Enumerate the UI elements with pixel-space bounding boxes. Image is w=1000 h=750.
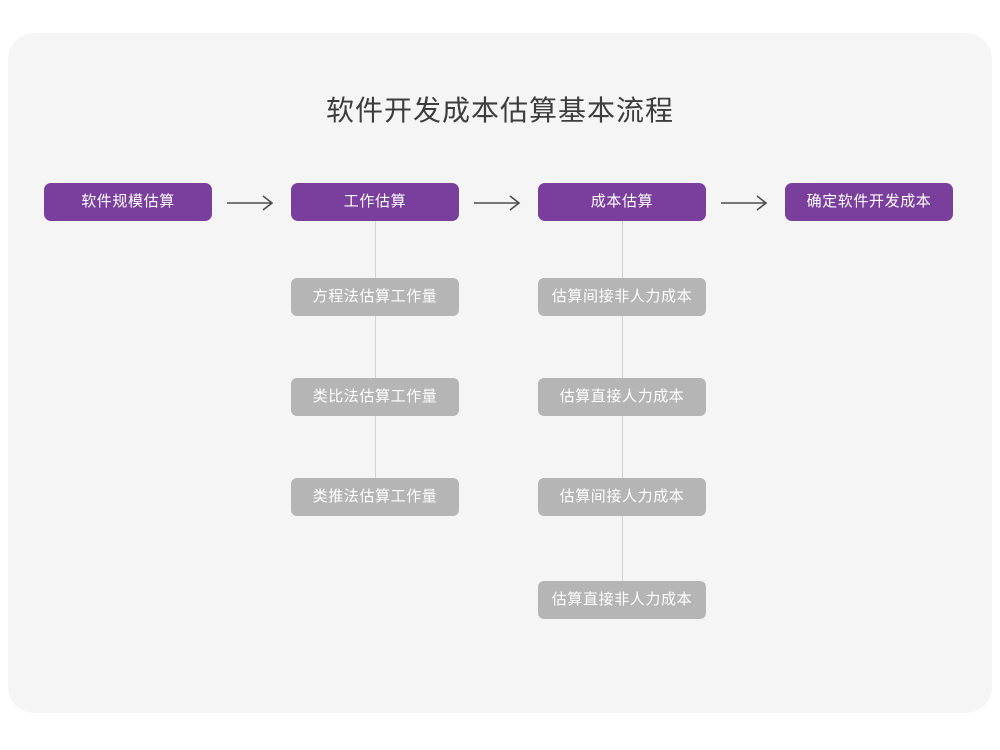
node-direct-nonlabor-cost[interactable]: 估算直接非人力成本 [538, 581, 706, 619]
node-direct-labor-cost[interactable]: 估算直接人力成本 [538, 378, 706, 416]
arrow-icon-3 [721, 193, 771, 213]
node-indirect-labor-cost[interactable]: 估算间接人力成本 [538, 478, 706, 516]
arrow-icon-1 [227, 193, 277, 213]
node-determine-development-cost[interactable]: 确定软件开发成本 [785, 183, 953, 221]
node-analogy-method-effort[interactable]: 类比法估算工作量 [291, 378, 459, 416]
page-title: 软件开发成本估算基本流程 [325, 95, 674, 126]
node-cost-estimation[interactable]: 成本估算 [538, 183, 706, 221]
node-inference-method-effort[interactable]: 类推法估算工作量 [291, 478, 459, 516]
arrow-icon-2 [474, 193, 524, 213]
connector-line-work-estimation [375, 212, 376, 497]
node-equation-method-effort[interactable]: 方程法估算工作量 [291, 278, 459, 316]
diagram-card [8, 33, 992, 713]
node-indirect-nonlabor-cost[interactable]: 估算间接非人力成本 [538, 278, 706, 316]
node-software-size-estimation[interactable]: 软件规模估算 [44, 183, 212, 221]
node-work-estimation[interactable]: 工作估算 [291, 183, 459, 221]
